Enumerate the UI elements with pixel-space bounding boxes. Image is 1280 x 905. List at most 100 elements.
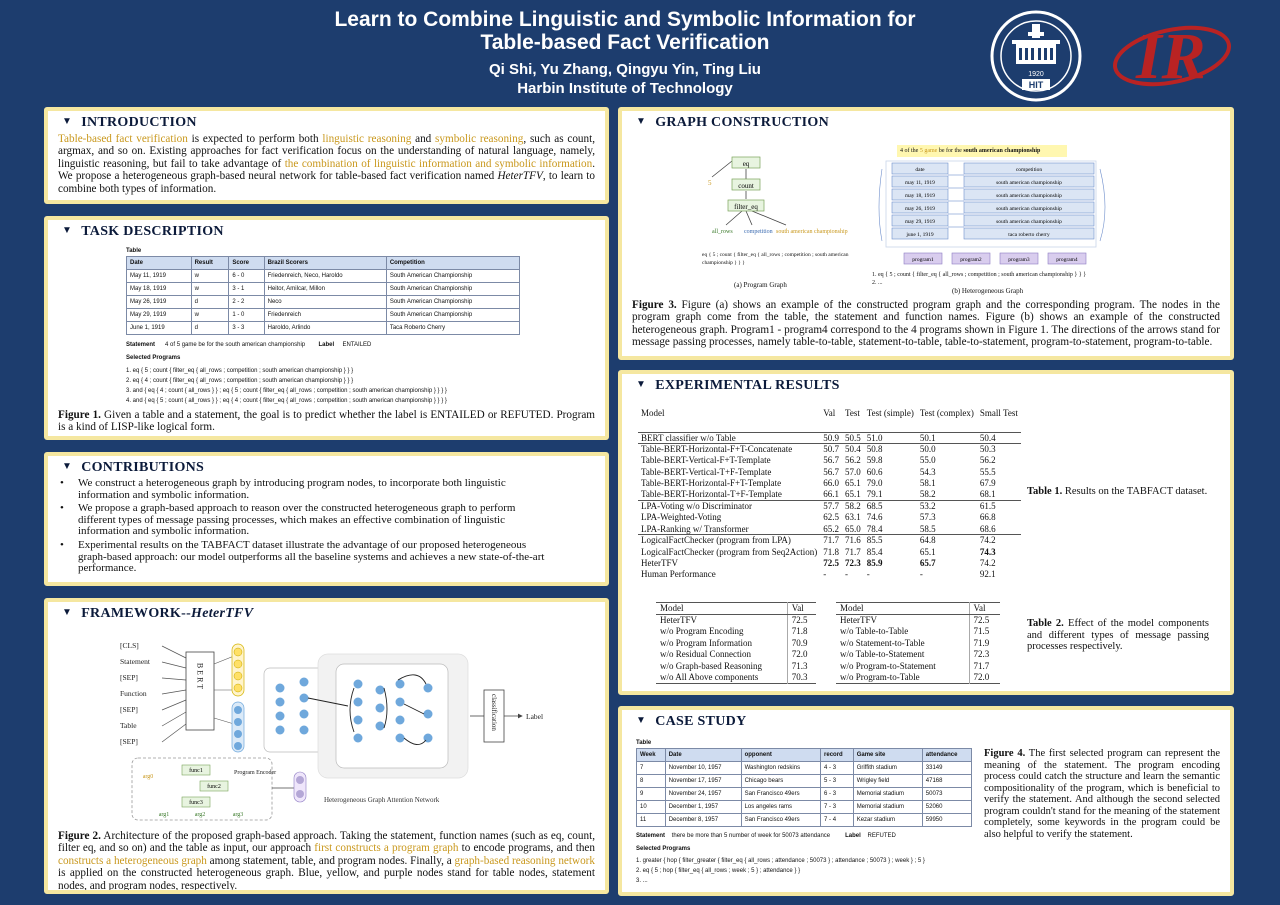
table-header-cell: opponent <box>740 748 822 762</box>
contributions-list: We construct a heterogeneous graph by in… <box>48 477 605 575</box>
task-programs-label: Selected Programs <box>126 355 181 361</box>
results-value-cell: - <box>844 569 848 580</box>
poster-title-line1: Learn to Combine Linguistic and Symbolic… <box>334 8 916 31</box>
table-header-cell: Game site <box>852 748 923 762</box>
section-triangle-icon: ▼ <box>62 116 73 127</box>
ablation-cell: w/o Program-to-Statement <box>840 660 936 671</box>
results-value-cell: 50.8 <box>863 442 917 455</box>
results-value-cell: 71.8 <box>823 546 839 557</box>
table-cell: Friedenreich <box>263 308 387 322</box>
results-value-cell: 74.2 <box>979 557 996 568</box>
results-value-cell: 72.5 <box>823 557 839 568</box>
program-line: 4. and { eq { 5 ; count { all_rows } } ;… <box>126 398 447 404</box>
table1-caption: Table 1. Results on the TABFACT dataset. <box>1027 486 1208 497</box>
ablation-cell: 72.0 <box>968 671 1000 683</box>
hg-program-node-label: program2 <box>960 257 982 263</box>
hg-program-node <box>1047 252 1087 265</box>
results-value-cell: 58.5 <box>919 523 936 534</box>
ablation-cell: 71.8 <box>786 625 816 637</box>
results-value-cell: 67.9 <box>979 478 996 489</box>
case-study-heading: ▼CASE STUDY <box>636 714 747 729</box>
results-row: LogicalFactChecker (program from LPA)71.… <box>638 533 1021 546</box>
table-header-cell: attendance <box>921 748 973 762</box>
task-statement: Statement 4 of 5 game be for the south a… <box>126 342 372 348</box>
table-cell: South American Championship <box>385 269 521 283</box>
results-value-cell: 63.1 <box>844 512 861 523</box>
results-value-cell: 57.3 <box>919 512 936 523</box>
table-cell: 6 - 0 <box>228 269 265 283</box>
results-value-cell: 59.8 <box>866 455 883 466</box>
table-cell: 2 - 2 <box>228 295 265 309</box>
table-cell: South American Championship <box>385 282 521 296</box>
framework-input-token: [SEP] <box>120 705 138 714</box>
pg-node-filter: filter_eq <box>734 203 758 211</box>
gnn-layer1 <box>275 677 309 735</box>
results-value-cell: 58.1 <box>919 478 936 489</box>
ablation-cell: 71.5 <box>968 625 1000 637</box>
case-table-label: Table <box>636 740 652 746</box>
ablation-cell: 72.5 <box>968 614 1000 626</box>
results-header-cell: Test <box>841 408 864 433</box>
hg-table-node-label: may 29, 1919 <box>905 219 935 225</box>
results-header-cell: Test (complex) <box>916 408 977 433</box>
results-model-cell: LPA-Ranking w/ Transformer <box>641 523 749 534</box>
table-cell: Griffith stadium <box>852 761 923 775</box>
results-model-cell: Table-BERT-Horizontal-T+F-Template <box>641 489 782 500</box>
results-model-cell: BERT classifier w/o Table <box>641 432 736 443</box>
hg-table-node-label: june 1, 1919 <box>905 232 934 238</box>
contribution-item: We construct a heterogeneous graph by in… <box>48 477 555 501</box>
graph-construction-heading: ▼GRAPH CONSTRUCTION <box>636 115 830 130</box>
ablation-cell: w/o Program-to-Table <box>840 672 920 682</box>
results-value-cell: 50.4 <box>841 442 864 455</box>
ir-logo: IR <box>1113 20 1231 92</box>
ablation-cell: w/o Residual Connection <box>660 649 751 660</box>
ablation-cell: 71.9 <box>968 637 1000 649</box>
ablation-cell: w/o Table-to-Table <box>840 626 909 637</box>
poster-authors: Qi Shi, Yu Zhang, Qingyu Yin, Ting Liu <box>489 61 761 78</box>
table-header-cell: Date <box>664 748 742 762</box>
results-header-cell: Small Test <box>976 408 1021 433</box>
table-cell: 4 - 3 <box>820 761 854 775</box>
introduction-text: Table-based fact verification is expecte… <box>58 133 596 195</box>
hg-program-node-label: program1 <box>912 257 934 263</box>
results-value-cell: 62.5 <box>823 512 839 523</box>
ablation-cell: w/o Graph-based Reasoning <box>660 660 762 671</box>
table-cell: w <box>190 269 230 283</box>
case-programs-label: Selected Programs <box>636 846 691 852</box>
table-header-cell: Score <box>228 256 265 270</box>
results-value-cell: 54.3 <box>919 466 936 477</box>
results-model-cell: HeterTFV <box>641 557 678 568</box>
pg-leaf-sac: south american championship <box>776 229 848 235</box>
results-row: LogicalFactChecker (program from Seq2Act… <box>638 546 1021 557</box>
program-graph: eq count filter_eq 5 all_rows competitio… <box>702 156 848 266</box>
table-cell: 9 <box>636 787 666 801</box>
results-value-cell: 58.2 <box>841 499 864 512</box>
results-value-cell: 65.7 <box>919 557 936 568</box>
table-cell: Heitor, Amilcar, Millon <box>263 282 387 296</box>
results-value-cell: 65.1 <box>919 546 936 557</box>
table-cell: 7 - 4 <box>820 813 854 827</box>
table-header-cell: Brazil Scorers <box>263 256 387 270</box>
results-value-cell: 50.4 <box>979 432 996 443</box>
bert-box <box>185 651 215 731</box>
hg-table-node <box>963 201 1095 214</box>
hg-table-node <box>891 214 949 227</box>
program-line: 1. greater { hop { filter_greater { filt… <box>636 858 925 864</box>
classifier-label: classification <box>490 694 498 731</box>
hg-table-node <box>963 188 1095 201</box>
hit-logo-year: 1920 <box>1028 71 1044 78</box>
hg-table-node-label: may 18, 1919 <box>905 193 935 199</box>
hg-table-node-label: south american championship <box>996 219 1062 225</box>
results-value-cell: 71.7 <box>844 546 861 557</box>
results-value-cell: 79.0 <box>866 478 883 489</box>
